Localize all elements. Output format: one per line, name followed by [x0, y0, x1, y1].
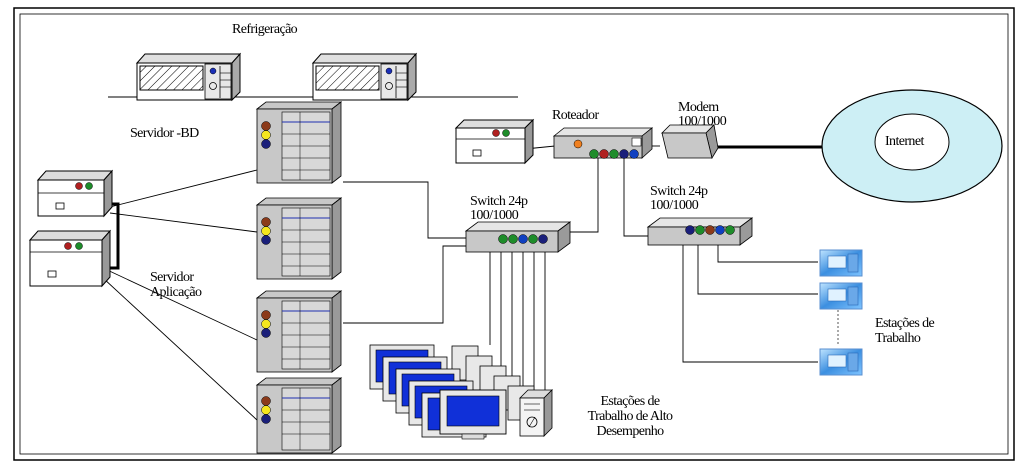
router-icon — [552, 127, 654, 159]
db-server-label: Servidor -BD — [130, 126, 199, 141]
cooling-unit-icon — [311, 52, 418, 102]
modem-icon — [661, 124, 719, 160]
switch-b-icon — [646, 217, 754, 246]
workstations-label-line2: Trabalho — [875, 331, 921, 346]
hp-workstations-label-line2: Trabalho de Alto — [587, 409, 673, 424]
tower-server-icon — [255, 377, 343, 454]
internet-label: Internet — [885, 134, 924, 149]
router-label: Roteador — [552, 108, 599, 123]
connections — [102, 145, 818, 421]
modem-label-line2: 100/1000 — [678, 114, 727, 129]
app-server-label-line2: Aplicação — [150, 285, 202, 300]
workstation-icon — [819, 249, 863, 277]
cooling-label: Refrigeração — [232, 22, 298, 37]
switch-b-label-line2: 100/1000 — [650, 198, 699, 213]
switch-b-label-line1: Switch 24p — [650, 184, 708, 199]
tower-server-icon — [255, 197, 343, 280]
switch-a-label-line1: Switch 24p — [470, 194, 528, 209]
tower-server-icon — [255, 290, 343, 373]
workstation-icon — [819, 282, 863, 310]
hp-workstation-cluster-icon — [369, 344, 553, 440]
cooling-unit-icon — [135, 52, 242, 102]
modem-label-line1: Modem — [678, 100, 719, 115]
router-server-icon — [454, 118, 535, 165]
tower-server-icon — [255, 101, 343, 184]
hp-workstations-label-line1: Estações de — [600, 394, 660, 409]
outer-border — [13, 7, 1015, 461]
switch-a-label-line2: 100/1000 — [470, 208, 519, 223]
internet-globe-icon — [821, 89, 1003, 203]
app-server-icon — [28, 229, 112, 288]
workstation-icon — [819, 348, 863, 376]
app-server-label-line1: Servidor — [150, 270, 194, 285]
app-server-icon — [36, 169, 114, 218]
inner-border — [19, 13, 1009, 455]
hp-workstations-label-line3: Desempenho — [596, 424, 664, 439]
workstations-label-line1: Estações de — [875, 316, 935, 331]
switch-a-icon — [464, 221, 572, 253]
